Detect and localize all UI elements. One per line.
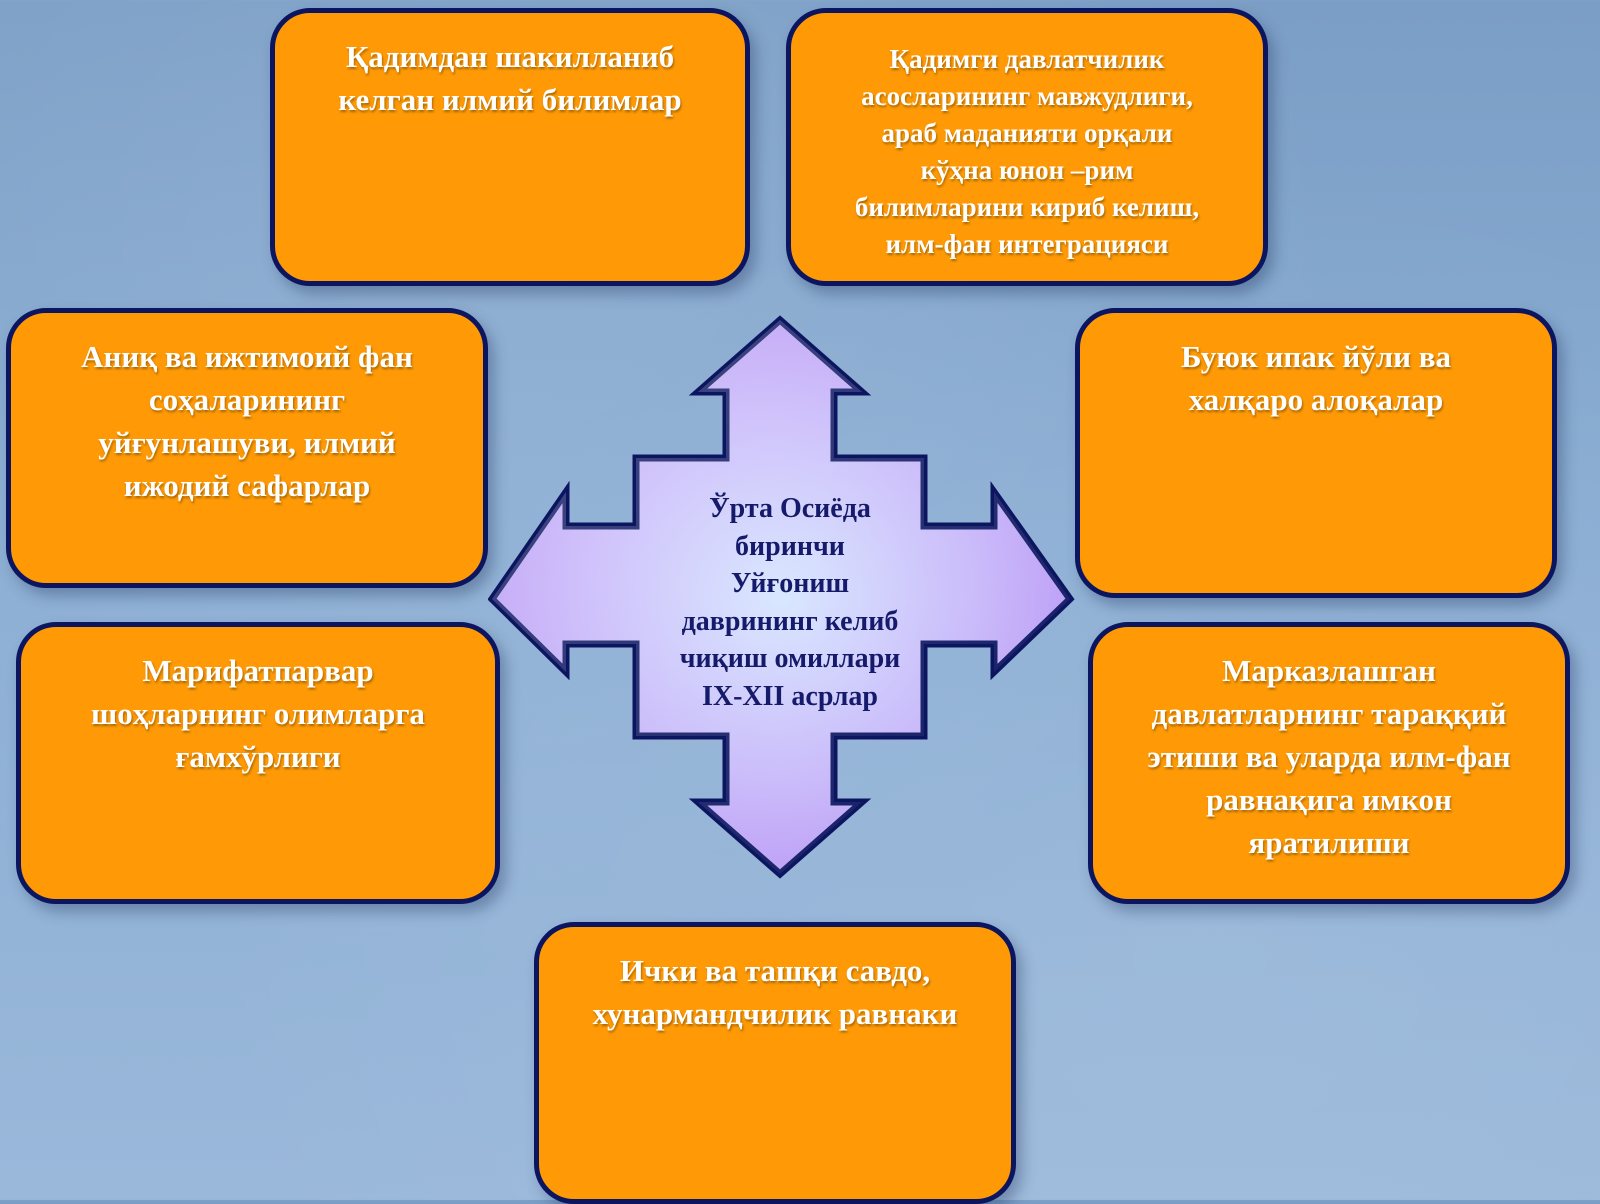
factor-box-trade-crafts: Ички ва ташқи савдо, хунармандчилик равн… [534,922,1016,1204]
box-text-line: яратилиши [1248,825,1410,860]
box-text-line: кўҳна юнон –рим [920,155,1134,185]
box-text-line: соҳаларининг [148,382,346,417]
center-text-line: Уйғониш [730,568,850,599]
box-text-line: Марифатпарвар [142,653,374,688]
box-text-line: хунармандчилик равнаки [592,996,958,1031]
box-text-line: ижодий сафарлар [123,468,371,503]
box-text-line: Ички ва ташқи савдо, [619,953,931,988]
box-text-line: уйғунлашуви, илмий [98,425,396,460]
center-text-line: чиқиш омиллари [679,643,901,674]
four-way-arrow-sheen [492,320,1070,874]
four-way-arrow-icon [488,315,1075,879]
factor-box-enlightened-rulers: Марифатпарвар шоҳларнинг олимларга ғамхў… [16,622,500,904]
box-text-line: этиши ва уларда илм-фан [1147,739,1511,774]
box-text-line: араб маданияти орқали [881,118,1173,148]
box-text-line: Қадимдан шакилланиб [345,39,675,74]
box-text-line: Қадимги давлатчилик [889,44,1165,74]
factor-box-ancient-knowledge: Қадимдан шакилланиб келган илмий билимла… [270,8,750,286]
box-text-line: ғамхўрлиги [175,739,341,774]
central-topic-label: Ўрта Осиёда биринчи Уйғониш даврининг ке… [640,490,940,715]
center-text-line: биринчи [735,530,845,562]
factor-box-centralized-states: Марказлашган давлатларнинг тараққий этиш… [1088,622,1570,904]
box-text-line: асосларининг мавжудлиги, [861,81,1193,111]
center-text-line: даврининг келиб [681,605,899,637]
factor-box-ancient-statehood: Қадимги давлатчилик асосларининг мавжудл… [786,8,1268,286]
factor-box-sciences-integration: Аниқ ва ижтимоий фан соҳаларининг уйғунл… [6,308,488,588]
box-text-line: Буюк ипак йўли ва [1181,339,1451,374]
center-text-line: IX-XII асрлар [701,680,879,712]
box-text-line: равнақига имкон [1206,782,1452,817]
box-text-line: келган илмий билимлар [338,82,682,117]
box-text-line: Марказлашган [1222,653,1436,688]
box-text-line: шоҳларнинг олимларга [91,696,425,731]
box-text-line: Аниқ ва ижтимоий фан [81,339,413,374]
center-text-line: Ўрта Осиёда [709,493,871,524]
factor-box-silk-road: Буюк ипак йўли ва халқаро алоқалар [1075,308,1557,598]
box-text-line: билимларини кириб келиш, [854,192,1200,222]
box-text-line: халқаро алоқалар [1188,382,1444,417]
box-text-line: давлатларнинг тараққий [1151,696,1507,731]
box-text-line: илм-фан интеграцияси [885,229,1169,259]
